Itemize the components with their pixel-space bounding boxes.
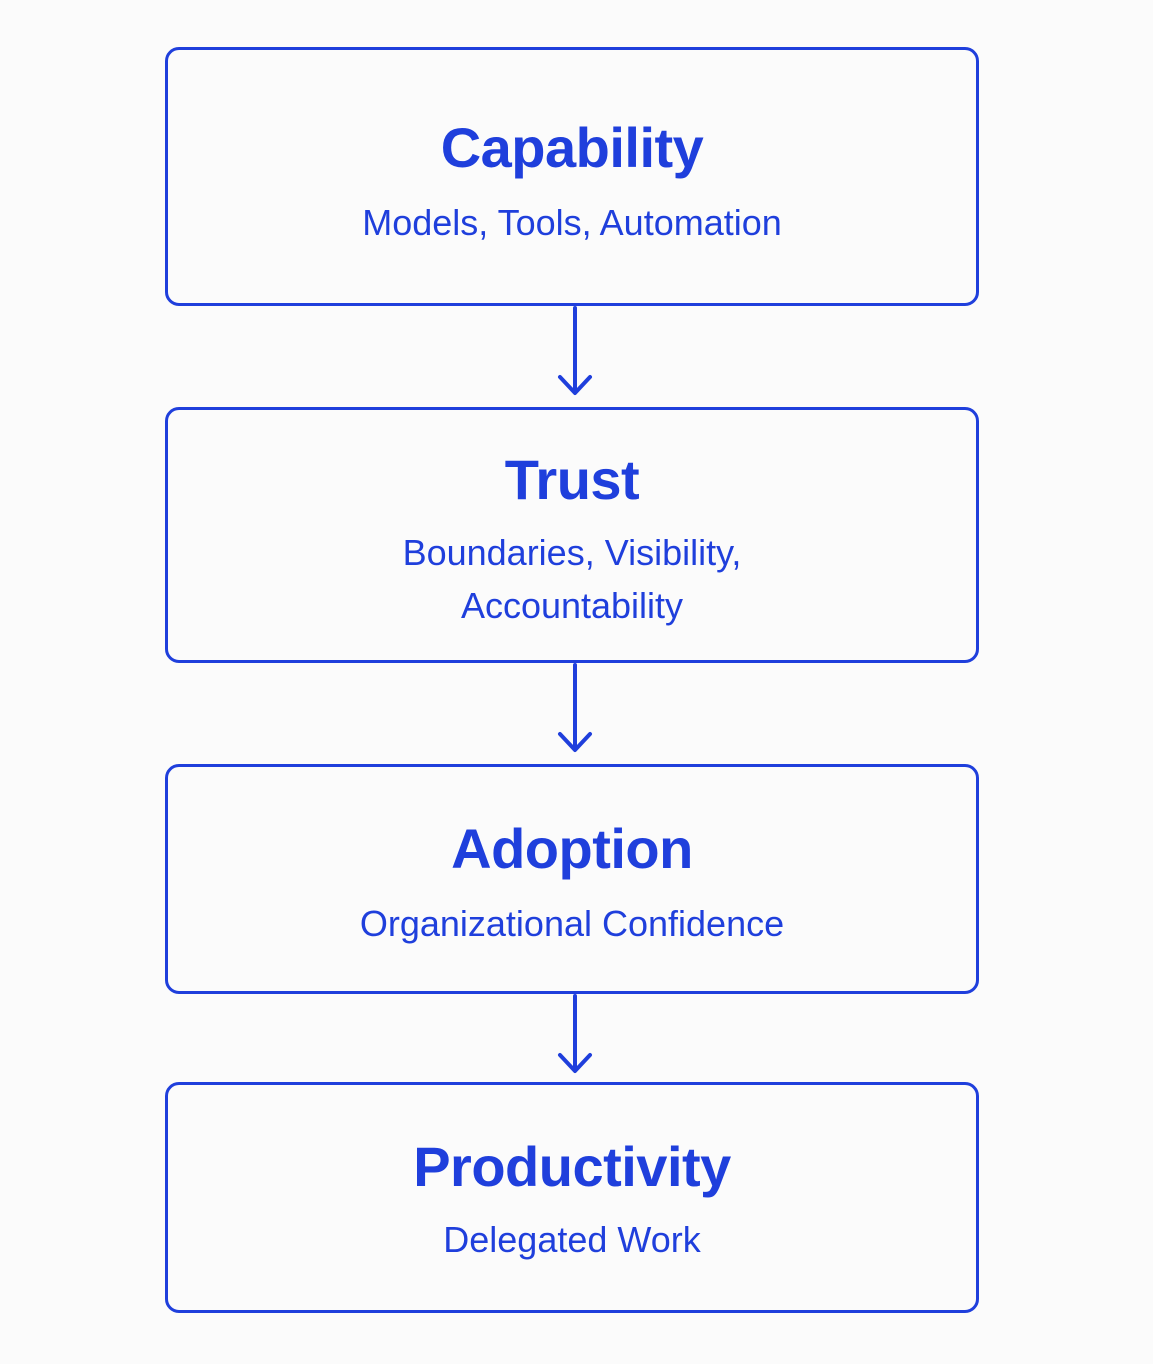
step-box-adoption: Adoption Organizational Confidence bbox=[165, 764, 979, 994]
step-subtitle: Organizational Confidence bbox=[168, 897, 976, 950]
step-box-trust: Trust Boundaries, Visibility, Accountabi… bbox=[165, 407, 979, 663]
step-subtitle-line: Accountability bbox=[460, 585, 684, 626]
step-subtitle-line: Delegated Work bbox=[443, 1219, 701, 1260]
step-subtitle-line: Boundaries, Visibility, bbox=[402, 532, 742, 573]
step-box-productivity: Productivity Delegated Work bbox=[165, 1082, 979, 1313]
arrow-trust-to-adoption bbox=[558, 663, 592, 752]
step-subtitle: Models, Tools, Automation bbox=[168, 196, 976, 249]
step-subtitle: Delegated Work bbox=[168, 1213, 976, 1266]
step-subtitle: Boundaries, Visibility, Accountability bbox=[168, 526, 976, 632]
arrow-adoption-to-productivity bbox=[558, 994, 592, 1073]
step-title: Productivity bbox=[413, 1135, 731, 1198]
step-title: Capability bbox=[440, 116, 704, 179]
arrow-capability-to-trust bbox=[558, 306, 592, 395]
step-subtitle-line: Models, Tools, Automation bbox=[362, 202, 782, 243]
step-title: Trust bbox=[504, 448, 640, 511]
step-title: Adoption bbox=[451, 817, 693, 880]
step-box-capability: Capability Models, Tools, Automation bbox=[165, 47, 979, 306]
step-subtitle-line: Organizational Confidence bbox=[359, 903, 785, 944]
